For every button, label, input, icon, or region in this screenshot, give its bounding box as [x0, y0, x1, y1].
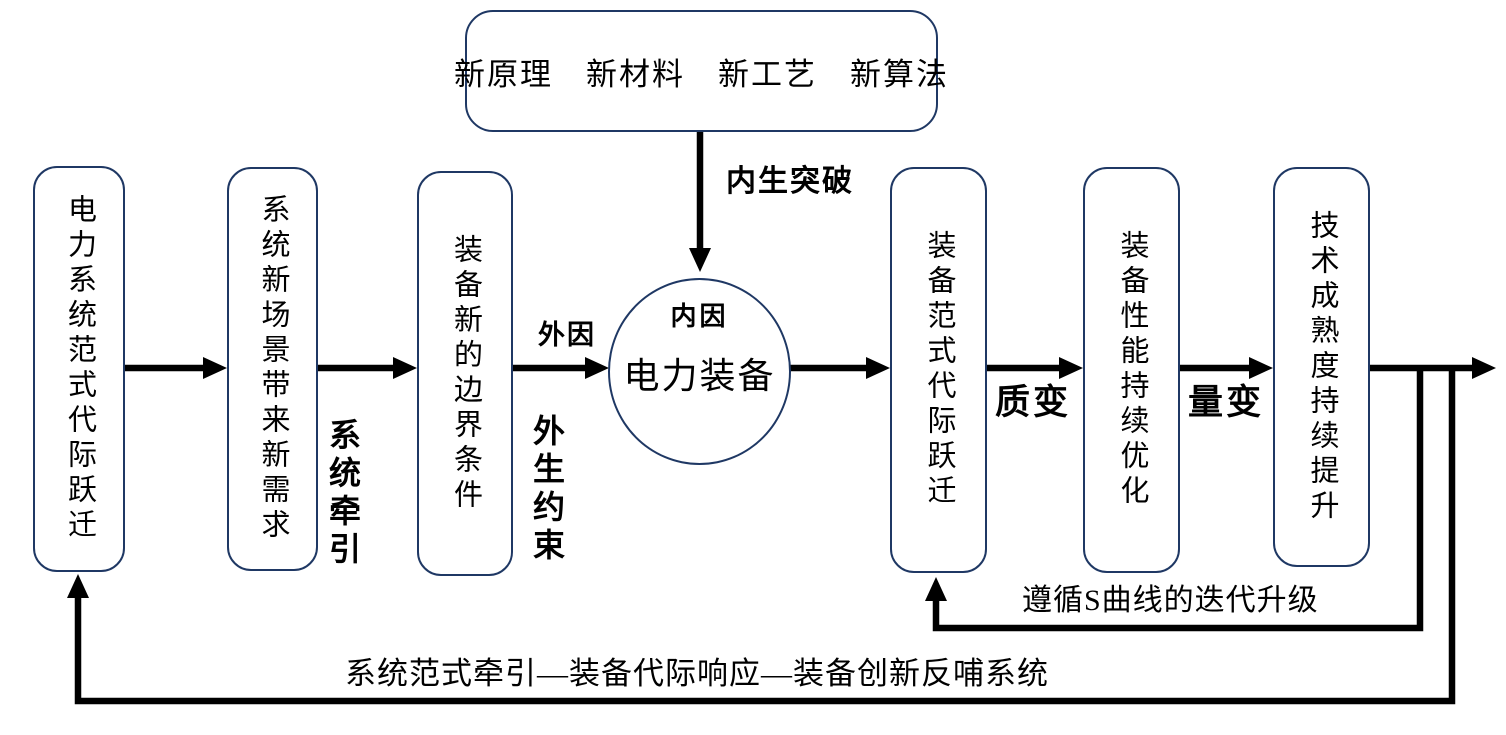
- box-equipment-paradigm-leap: 装备范式代际跃迁: [890, 167, 987, 573]
- label-endogenous-breakthrough: 内生突破: [726, 165, 854, 198]
- arrow-box2-to-box3: [318, 357, 417, 379]
- label-external-cause: 外因: [538, 320, 596, 350]
- box-technology-maturity-improvement: 技术成熟度持续提升: [1273, 167, 1370, 567]
- circle-power-equipment-label: 电力装备: [623, 356, 776, 396]
- circle-internal-cause-label: 内因: [670, 302, 729, 331]
- box-equipment-new-boundary-conditions-label: 装备新的边界条件: [449, 233, 482, 514]
- label-quantitative-change: 量变: [1188, 383, 1265, 422]
- arrow-box6-to-output: [1370, 357, 1496, 379]
- arrow-circle-to-box4: [790, 357, 890, 379]
- box-power-system-paradigm-leap-label: 电力系统范式代际跃迁: [63, 194, 96, 544]
- box-equipment-paradigm-leap-label: 装备范式代际跃迁: [923, 230, 955, 510]
- arrow-box3-to-circle: [513, 357, 609, 379]
- label-qualitative-change: 质变: [995, 383, 1072, 422]
- box-new-innovations-label: 新原理 新材料 新工艺 新算法: [454, 56, 949, 92]
- arrow-box4-to-box5: [987, 357, 1083, 379]
- label-system-traction: 系统牵引: [325, 418, 361, 570]
- box-equipment-performance-optimization-label: 装备性能持续优化: [1116, 230, 1148, 510]
- label-exogenous-constraint: 外生约束: [529, 414, 565, 566]
- arrow-box5-to-box6: [1180, 357, 1273, 379]
- box-technology-maturity-improvement-label: 技术成熟度持续提升: [1306, 209, 1338, 525]
- box-equipment-new-boundary-conditions: 装备新的边界条件: [417, 171, 513, 576]
- box-equipment-performance-optimization: 装备性能持续优化: [1083, 167, 1180, 573]
- box-power-system-paradigm-leap: 电力系统范式代际跃迁: [33, 166, 125, 572]
- circle-power-equipment: 内因 电力装备: [608, 278, 791, 465]
- box-new-scenarios-new-demands-label: 系统新场景带来新需求: [257, 194, 289, 544]
- arrow-topbox-to-circle: [689, 132, 711, 272]
- label-s-curve-iteration: 遵循S曲线的迭代升级: [1022, 584, 1319, 617]
- label-system-feedback-chain: 系统范式牵引—装备代际响应—装备创新反哺系统: [345, 656, 1049, 691]
- arrow-box1-to-box2: [125, 357, 227, 379]
- box-new-innovations: 新原理 新材料 新工艺 新算法: [454, 10, 947, 132]
- box-new-scenarios-new-demands: 系统新场景带来新需求: [227, 167, 318, 571]
